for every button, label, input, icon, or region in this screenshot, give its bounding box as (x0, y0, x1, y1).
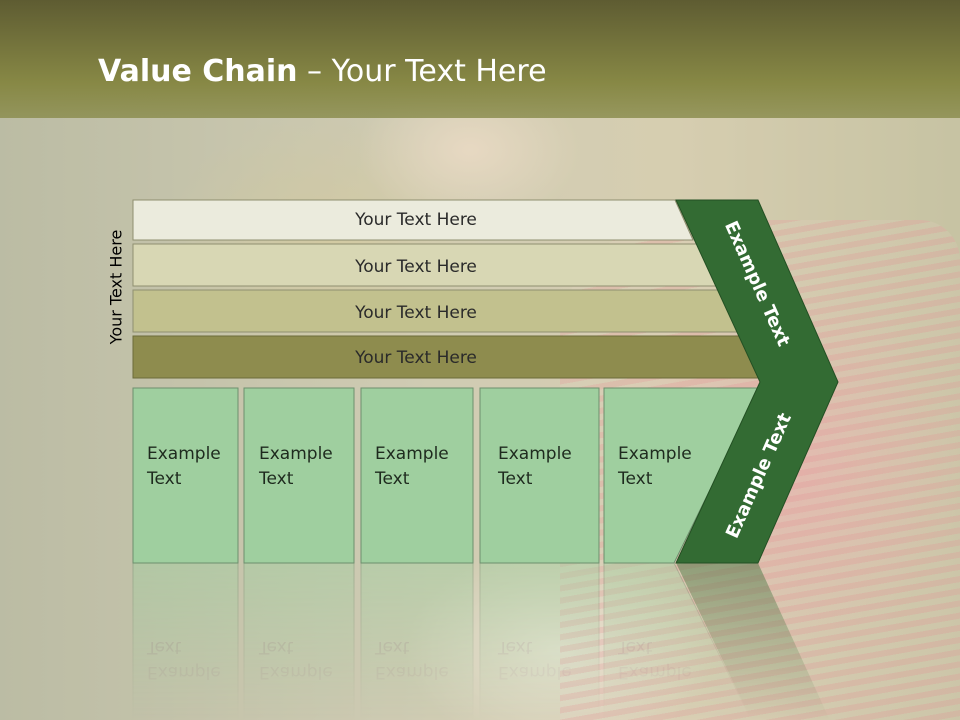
svg-text:Example: Example (498, 662, 572, 682)
box-3-line1: Example (375, 444, 449, 464)
svg-text:Text: Text (146, 637, 182, 657)
box-1-line1: Example (147, 444, 221, 464)
svg-text:Text: Text (497, 637, 533, 657)
bar-3-label: Your Text Here (354, 303, 477, 323)
svg-text:Example: Example (259, 662, 333, 682)
reflection: Example Text Example Text Example Text Exam… (132, 562, 830, 720)
bar-1-label: Your Text Here (354, 210, 477, 230)
slide-title-bold: Value Chain (98, 54, 298, 89)
box-4-line2: Text (497, 469, 533, 489)
title-band (0, 0, 960, 118)
bar-1[interactable]: Your Text Here (132, 199, 694, 241)
svg-text:Text: Text (374, 637, 410, 657)
box-5[interactable]: Example Text (603, 387, 761, 564)
svg-text:Example: Example (618, 662, 692, 682)
box-group: Example Text Example Text Example Text E… (132, 387, 761, 564)
slide-title-rest: – Your Text Here (297, 54, 547, 89)
bar-3[interactable]: Your Text Here (132, 289, 740, 333)
box-2[interactable]: Example Text (243, 387, 355, 564)
bar-2[interactable]: Your Text Here (132, 243, 717, 287)
box-5-line2: Text (617, 469, 653, 489)
bar-group: Your Text Here Your Text Here Your Text … (132, 199, 764, 379)
box-1-line2: Text (146, 469, 182, 489)
box-5-line1: Example (618, 444, 692, 464)
svg-text:Text: Text (258, 637, 294, 657)
box-3[interactable]: Example Text (360, 387, 474, 564)
box-2-line2: Text (258, 469, 294, 489)
svg-text:Example: Example (375, 662, 449, 682)
box-4-line1: Example (498, 444, 572, 464)
bar-2-label: Your Text Here (354, 257, 477, 277)
box-1[interactable]: Example Text (132, 387, 239, 564)
svg-text:Text: Text (617, 637, 653, 657)
slide-title[interactable]: Value Chain – Your Text Here (98, 54, 547, 89)
bar-4[interactable]: Your Text Here (132, 335, 764, 379)
box-3-line2: Text (374, 469, 410, 489)
svg-text:Example: Example (147, 662, 221, 682)
box-2-line1: Example (259, 444, 333, 464)
box-4[interactable]: Example Text (479, 387, 600, 564)
bar-4-label: Your Text Here (354, 348, 477, 368)
